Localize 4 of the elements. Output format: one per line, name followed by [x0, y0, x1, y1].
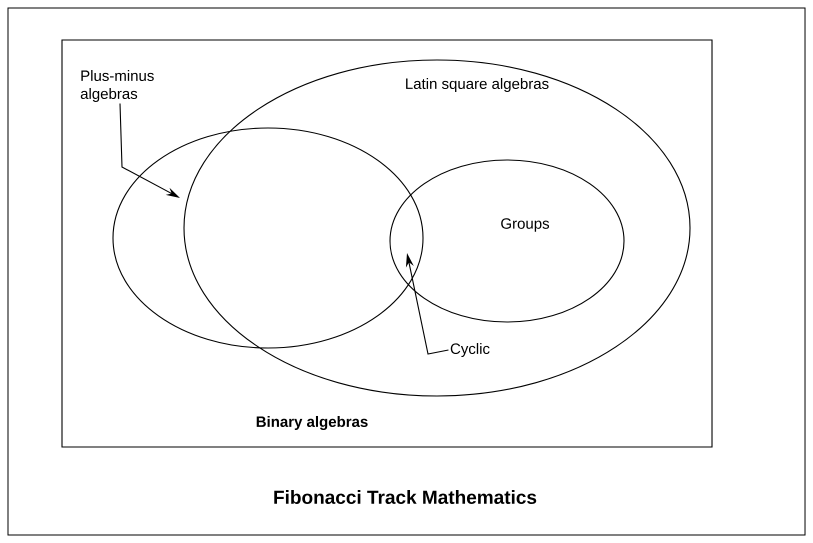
- set-ellipse: [112, 127, 424, 349]
- set-label: Plus-minus algebras: [80, 70, 154, 102]
- set-label: Cyclic: [450, 343, 490, 357]
- caption: Fibonacci Track Mathematics: [274, 490, 536, 504]
